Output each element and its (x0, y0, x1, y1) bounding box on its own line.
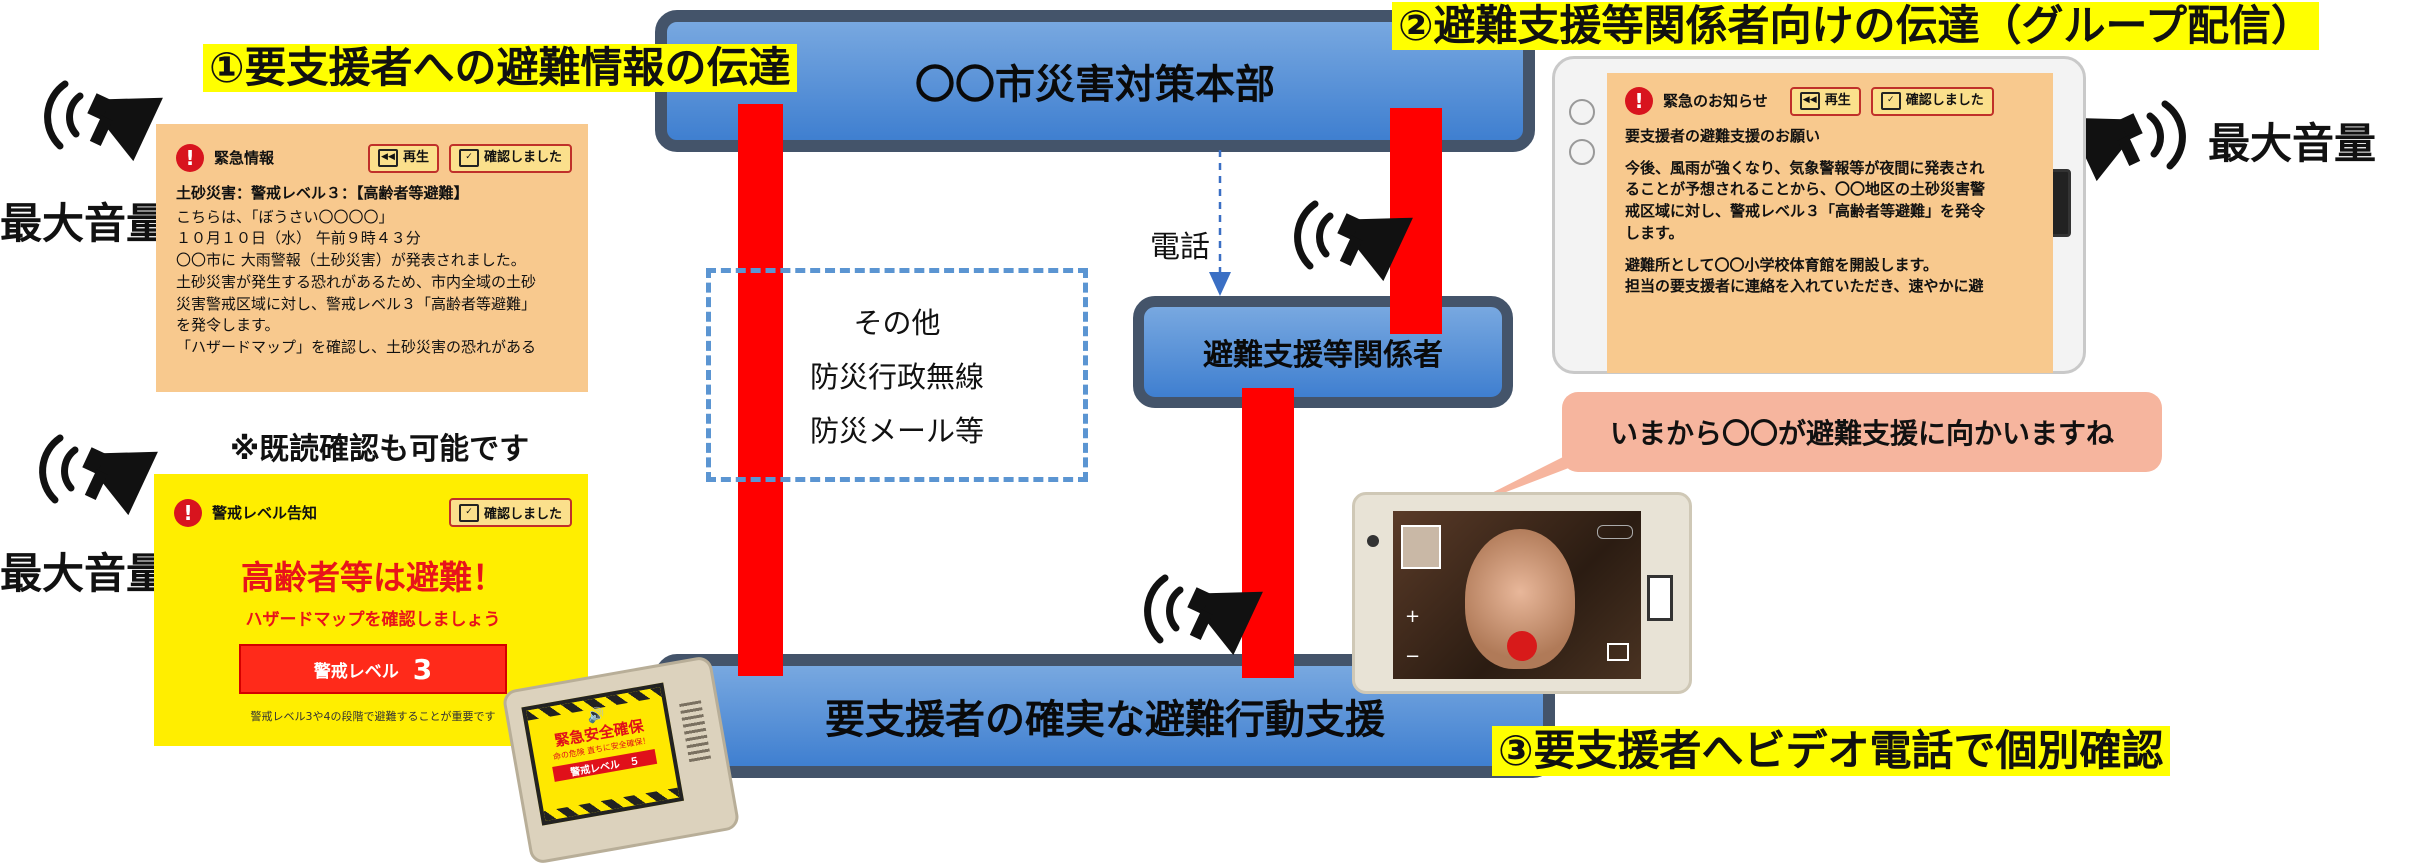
card1-line: 災害警戒区域に対し、警戒レベル３「高齢者等避難」 (176, 294, 537, 313)
video-screen: +− (1393, 511, 1641, 679)
max-volume-label-2: 最大音量 (0, 549, 169, 598)
card3-line: 戒区域に対し、警戒レベル３「高齢者等避難」を発令 (1625, 202, 1986, 221)
speaker-icon (39, 434, 158, 516)
speech-bubble: いまから〇〇が避難支援に向かいますね (1562, 392, 2162, 472)
supporters-box: 避難支援等関係者 (1133, 296, 1513, 408)
play-icon: ◀◀ (377, 149, 398, 168)
card3-subject: 要支援者の避難支援のお願い (1625, 126, 1821, 145)
tablet-device: ! 緊急のお知らせ ◀◀ 再生 ✓ 確認しました 要支援者の避難支援のお願い 今後、… (1552, 56, 2086, 374)
max-volume-label-3: 最大音量 (2208, 119, 2377, 168)
card1-line: １０月１０日（水） 午前９時４３分 (176, 229, 421, 248)
group-notice-card: ! 緊急のお知らせ ◀◀ 再生 ✓ 確認しました 要支援者の避難支援のお願い 今後、… (1607, 73, 2053, 373)
card1-line: 土砂災害：警戒レベル３：【高齢者等避難】 (176, 183, 469, 202)
card3-line: します。 (1625, 223, 1684, 242)
max-volume-label-1: 最大音量 (0, 199, 169, 248)
card2-note: 警戒レベル3や4の段階で避難することが重要です (250, 710, 496, 723)
check-icon: ✓ (1880, 92, 1901, 111)
card1-line: 土砂災害が発生する恐れがあるため、市内全域の土砂 (176, 272, 537, 291)
confirm-button[interactable]: ✓ 確認しました (448, 144, 572, 173)
hangup-icon[interactable] (1507, 631, 1537, 661)
emergency-info-card: ! 緊急情報 ◀◀ 再生 ✓ 確認しました 土砂災害：警戒レベル３：【高齢者等避難】… (156, 124, 588, 392)
exclamation-icon: ! (174, 498, 202, 527)
play-button-label: 再生 (1824, 93, 1851, 108)
phone-arrow (1209, 150, 1231, 296)
play-button-label: 再生 (402, 150, 429, 165)
video-call-device: +− (1352, 492, 1692, 694)
alert-level-label: 警戒レベル (313, 661, 399, 682)
card3-line: 担当の要支援者に連絡を入れていただき、速やかに避 (1625, 277, 1984, 296)
card1-line: 「ハザードマップ」を確認し、土砂災害の恐れがある (176, 338, 537, 357)
card3-title: 緊急のお知らせ (1663, 91, 1768, 110)
exclamation-icon: ! (176, 144, 204, 173)
alert-device: 🔊 緊急安全確保 命の危険 直ちに安全確保！ 警戒レベル ５ (501, 654, 741, 865)
label-1: ①要支援者への避難情報の伝達 (203, 44, 797, 92)
card2-headline: 高齢者等は避難！ (241, 558, 505, 597)
check-icon: ✓ (458, 149, 479, 168)
card1-line: を発令します。 (176, 316, 280, 335)
speaker-icon (1294, 200, 1413, 282)
alert-level-bar: 警戒レベル 3 (239, 644, 507, 694)
card3-line: 今後、風雨が強くなり、気象警報等が夜間に発表され (1625, 158, 1985, 177)
other-channels-box: その他 防災行政無線 防災メール等 (706, 268, 1088, 482)
card3-line: 避難所として〇〇小学校体育館を開設します。 (1625, 255, 1939, 274)
card1-title: 緊急情報 (214, 148, 275, 167)
speech-text: いまから〇〇が避難支援に向かいますね (1609, 417, 2114, 450)
check-icon: ✓ (458, 503, 479, 522)
exclamation-icon: ! (1625, 87, 1653, 116)
label-2: ②避難支援等関係者向けの伝達（グループ配信） (1392, 2, 2320, 50)
play-button[interactable]: ◀◀ 再生 (1789, 87, 1861, 116)
card2-title: 警戒レベル告知 (212, 504, 318, 522)
red-bar-left (738, 104, 783, 676)
label-3: ③要支援者へビデオ電話で個別確認 (1492, 726, 2170, 776)
speaker-icon (44, 80, 163, 162)
play-button[interactable]: ◀◀ 再生 (367, 144, 439, 173)
red-bar-middle (1242, 388, 1294, 678)
alert-level-number: 3 (412, 652, 433, 686)
action-box-label: 要支援者の確実な避難行動支援 (825, 697, 1385, 743)
play-icon: ◀◀ (1799, 92, 1820, 111)
hq-box-label: 〇〇市災害対策本部 (915, 62, 1275, 108)
confirm-button-label: 確認しました (483, 507, 562, 522)
card1-line: 〇〇市に 大雨警報（土砂災害）が発表されました。 (176, 251, 526, 270)
confirm-button[interactable]: ✓ 確認しました (1870, 87, 1994, 116)
read-confirm-note: ※既読確認も可能です (230, 432, 530, 467)
speaker-icon (1144, 574, 1263, 656)
supporters-box-label: 避難支援等関係者 (1203, 338, 1443, 373)
other-line-1: その他 (853, 306, 941, 340)
confirm-button-label: 確認しました (1905, 93, 1984, 108)
card2-sub: ハザードマップを確認しましょう (245, 610, 501, 630)
other-line-3: 防災メール等 (809, 414, 984, 448)
other-line-2: 防災行政無線 (809, 360, 984, 394)
phone-label: 電話 (1150, 230, 1210, 265)
confirm-button-label: 確認しました (483, 150, 562, 165)
confirm-button[interactable]: ✓ 確認しました (448, 498, 572, 527)
card1-line: こちらは、「ぼうさい〇〇〇〇」 (176, 207, 394, 226)
card3-line: ることが予想されることから、〇〇地区の土砂災害警 (1625, 180, 1986, 199)
